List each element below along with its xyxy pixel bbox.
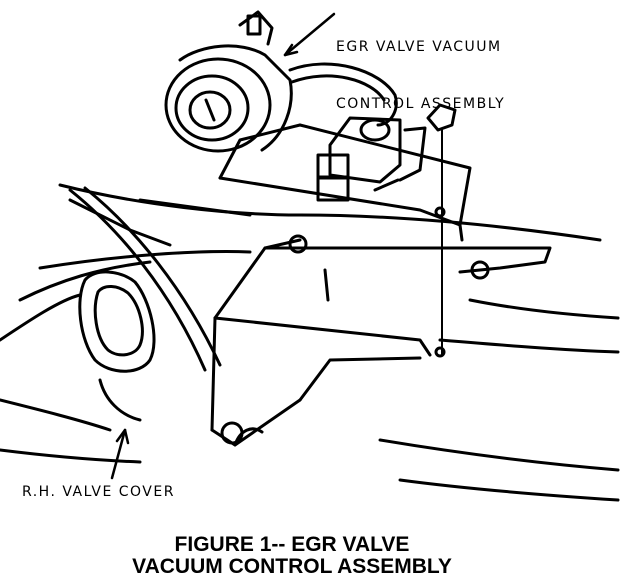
callout-leaders: [110, 12, 336, 480]
vacuum-motor: [164, 10, 293, 153]
solenoid-valve: [316, 116, 427, 202]
valve-cover-callout: R.H. VALVE COVER: [22, 484, 175, 500]
caption-line1: FIGURE 1-- EGR VALVE: [174, 533, 410, 556]
figure-caption: FIGURE 1-- EGR VALVE VACUUM CONTROL ASSE…: [0, 534, 624, 578]
valve-cover-body: [0, 183, 620, 502]
mounting-bolt: [426, 103, 457, 356]
egr-valve-vacuum-callout: EGR VALVE VACUUM CONTROL ASSEMBLY: [336, 0, 505, 152]
lower-bracket: [210, 234, 552, 447]
vacuum-hose-lower: [68, 186, 222, 372]
egr-callout-line1: EGR VALVE VACUUM: [336, 39, 502, 55]
caption-line2: VACUUM CONTROL ASSEMBLY: [132, 555, 452, 578]
valve-cover-boss: [78, 270, 156, 422]
egr-callout-line2: CONTROL ASSEMBLY: [336, 96, 506, 112]
